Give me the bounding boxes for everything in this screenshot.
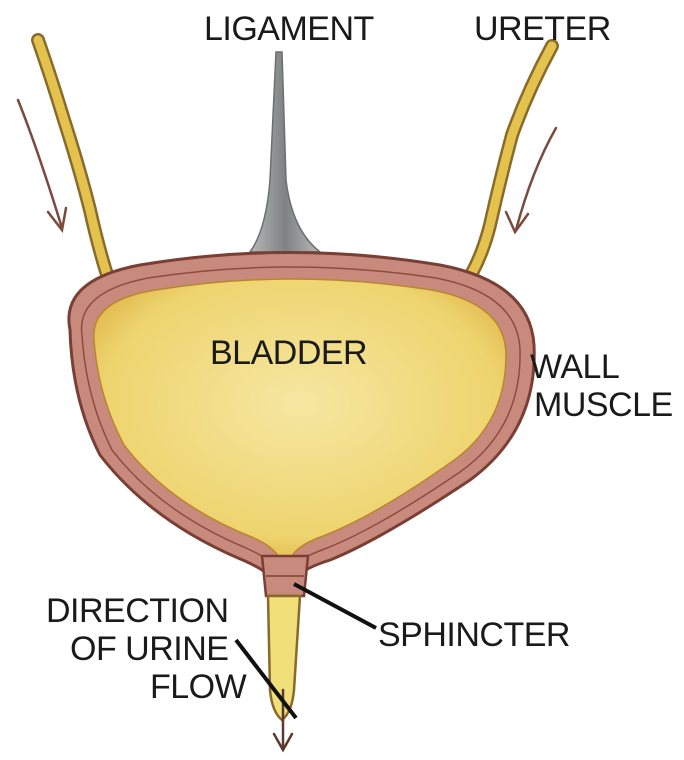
sphincter-leader-line bbox=[294, 584, 376, 628]
bladder-interior bbox=[94, 279, 506, 556]
label-direction: DIRECTION bbox=[46, 592, 229, 630]
label-of-urine: OF URINE bbox=[70, 630, 228, 668]
label-ligament: LIGAMENT bbox=[204, 10, 374, 48]
label-wall: WALL bbox=[530, 348, 619, 386]
label-ureter: URETER bbox=[474, 10, 611, 48]
ligament bbox=[250, 52, 320, 252]
label-sphincter: SPHINCTER bbox=[378, 616, 570, 654]
label-bladder: BLADDER bbox=[210, 334, 367, 372]
label-muscle: MUSCLE bbox=[534, 386, 673, 424]
label-flow: FLOW bbox=[150, 668, 247, 706]
